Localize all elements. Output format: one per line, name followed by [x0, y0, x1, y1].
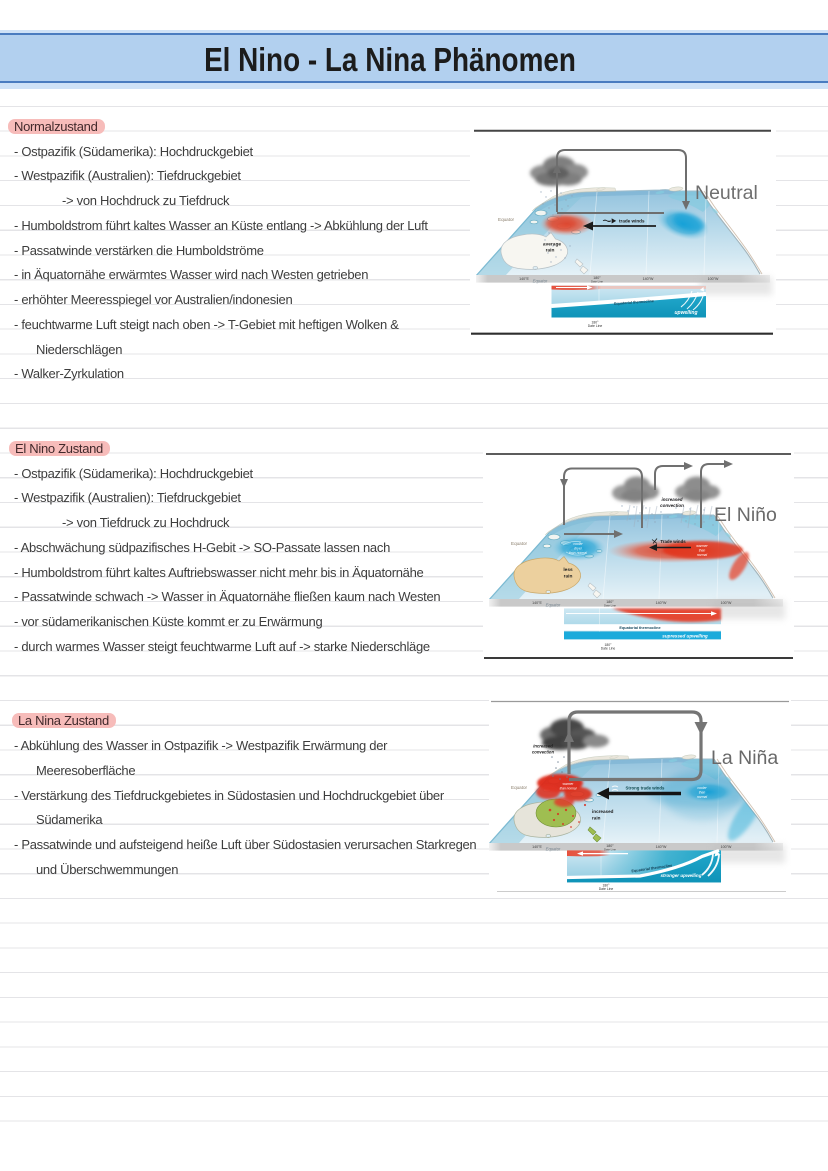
svg-text:stronger upwelling: stronger upwelling — [660, 873, 701, 878]
svg-text:Neutral: Neutral — [695, 182, 758, 204]
svg-text:rain: rain — [592, 816, 601, 821]
svg-text:180°: 180° — [602, 884, 610, 888]
svg-text:180°: 180° — [604, 643, 612, 647]
svg-text:Date Line: Date Line — [588, 324, 603, 328]
svg-text:dryer: dryer — [574, 547, 583, 551]
svg-text:Strong trade winds: Strong trade winds — [626, 786, 666, 791]
svg-text:cooler: cooler — [697, 786, 707, 790]
svg-text:rain: rain — [564, 574, 573, 580]
svg-text:than normal: than normal — [569, 551, 587, 555]
svg-text:less: less — [563, 567, 573, 573]
svg-text:average: average — [543, 242, 561, 248]
svg-text:convection: convection — [532, 750, 555, 755]
svg-text:La Niña: La Niña — [711, 747, 778, 769]
svg-text:than: than — [699, 791, 706, 795]
svg-text:cooler: cooler — [573, 542, 583, 546]
svg-text:El Niño: El Niño — [714, 504, 777, 526]
svg-text:Date Line: Date Line — [601, 647, 616, 651]
svg-text:increased: increased — [661, 497, 682, 502]
svg-text:Equatorial thermocline: Equatorial thermocline — [631, 864, 672, 874]
svg-text:Date Line: Date Line — [599, 887, 614, 891]
svg-text:normal: normal — [697, 553, 708, 557]
svg-text:increased: increased — [592, 809, 614, 814]
svg-text:warmer: warmer — [563, 782, 575, 786]
svg-text:convection: convection — [660, 503, 684, 508]
svg-text:Trade winds: Trade winds — [660, 539, 686, 544]
svg-text:Equatorial thermocline: Equatorial thermocline — [614, 299, 654, 306]
svg-text:normal: normal — [697, 795, 708, 799]
svg-text:than: than — [699, 549, 706, 553]
svg-text:supressed upwelling: supressed upwelling — [662, 634, 708, 639]
svg-text:180°: 180° — [591, 321, 599, 325]
svg-text:trade winds: trade winds — [619, 219, 645, 224]
svg-text:than normal: than normal — [560, 787, 577, 791]
svg-text:warmer: warmer — [696, 544, 708, 548]
svg-text:rain: rain — [546, 248, 555, 254]
svg-text:increased: increased — [533, 744, 553, 749]
svg-text:upwelling: upwelling — [674, 310, 697, 316]
svg-text:Equatorial thermocline: Equatorial thermocline — [619, 626, 660, 630]
